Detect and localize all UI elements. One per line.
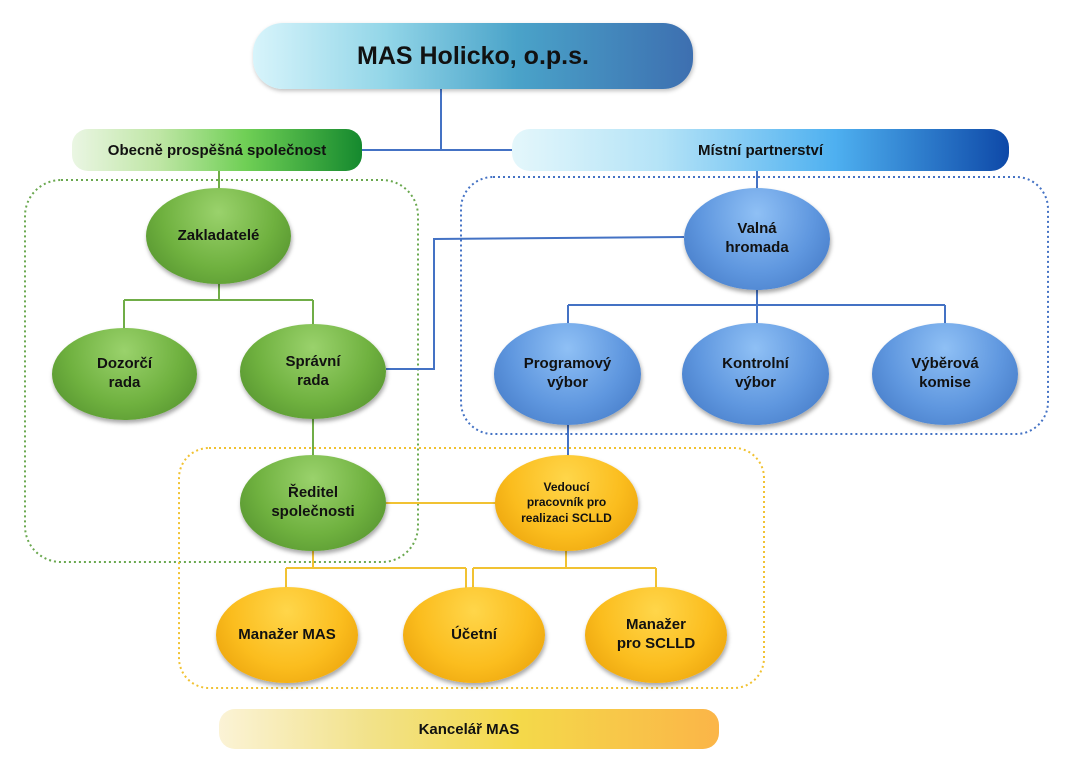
node-vedouci-pracovnik: Vedoucí pracovník pro realizaci SCLLD <box>495 455 638 551</box>
node-valna-hromada: Valná hromada <box>684 188 830 290</box>
node-ucetni: Účetní <box>403 587 545 683</box>
node-spravni-rada: Správní rada <box>240 324 386 419</box>
node-manazer-mas-label: Manažer MAS <box>238 625 336 643</box>
node-vyberova-komise: Výběrová komise <box>872 323 1018 425</box>
orange-group-frame <box>178 447 765 689</box>
node-manazer-mas: Manažer MAS <box>216 587 358 683</box>
node-vyberova-komise-label: Výběrová komise <box>911 355 979 391</box>
footer-banner: Kancelář MAS <box>219 709 719 749</box>
node-programovy-vybor-label: Programový výbor <box>523 355 612 391</box>
title-text: MAS Holicko, o.p.s. <box>357 41 589 70</box>
blue-group-frame <box>460 176 1049 435</box>
node-kontrolni-vybor: Kontrolní výbor <box>682 323 829 425</box>
node-zakladatele-label: Zakladatelé <box>177 226 260 244</box>
node-programovy-vybor: Programový výbor <box>494 323 641 425</box>
title-banner: MAS Holicko, o.p.s. <box>253 23 693 89</box>
node-manazer-sclld-label: Manažer pro SCLLD <box>616 616 696 652</box>
node-manazer-sclld: Manažer pro SCLLD <box>585 587 727 683</box>
node-dozorci-rada: Dozorčí rada <box>52 328 197 420</box>
node-spravni-rada-label: Správní rada <box>285 352 341 389</box>
node-kontrolni-vybor-label: Kontrolní výbor <box>722 355 789 391</box>
right-header-banner: Místní partnerství <box>512 129 1009 171</box>
right-header-text: Místní partnerství <box>697 141 824 159</box>
node-valna-hromada-label: Valná hromada <box>725 220 789 256</box>
node-reditel-label: Ředitel společnosti <box>271 484 355 520</box>
footer-text: Kancelář MAS <box>418 720 520 738</box>
green-group-frame <box>24 179 419 563</box>
left-header-banner: Obecně prospěšná společnost <box>72 129 362 171</box>
node-ucetni-label: Účetní <box>451 625 497 643</box>
node-vedouci-pracovnik-label: Vedoucí pracovník pro realizaci SCLLD <box>521 479 612 525</box>
left-header-text: Obecně prospěšná společnost <box>107 141 327 159</box>
node-dozorci-rada-label: Dozorčí rada <box>96 355 152 391</box>
node-reditel: Ředitel společnosti <box>240 455 386 551</box>
node-zakladatele: Zakladatelé <box>146 188 291 284</box>
